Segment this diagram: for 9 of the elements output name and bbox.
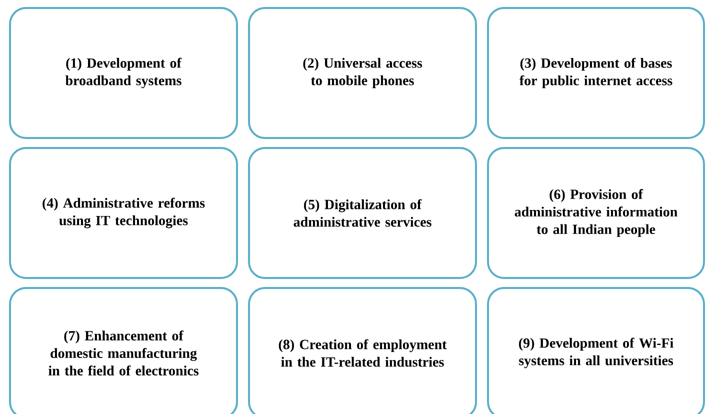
text-box: (8) Creation of employment in the IT-related industries (248, 286, 477, 414)
text-box: (6) Provision of administrative information to all Indian people (487, 147, 705, 279)
text-box: (1) Development of broadband systems (9, 7, 238, 139)
text-box: (5) Digitalization of administrative services (248, 147, 477, 279)
text-box: (2) Universal access to mobile phones (248, 7, 477, 139)
text-box: (9) Development of Wi-Fi systems in all universities (487, 286, 705, 414)
text-box: (4) Administrative reforms using IT technologies (9, 147, 238, 279)
text-box: (7) Enhancement of domestic manufacturing in the field of electronics (9, 286, 238, 414)
text-box: (3) Development of bases for public internet access (487, 7, 705, 139)
